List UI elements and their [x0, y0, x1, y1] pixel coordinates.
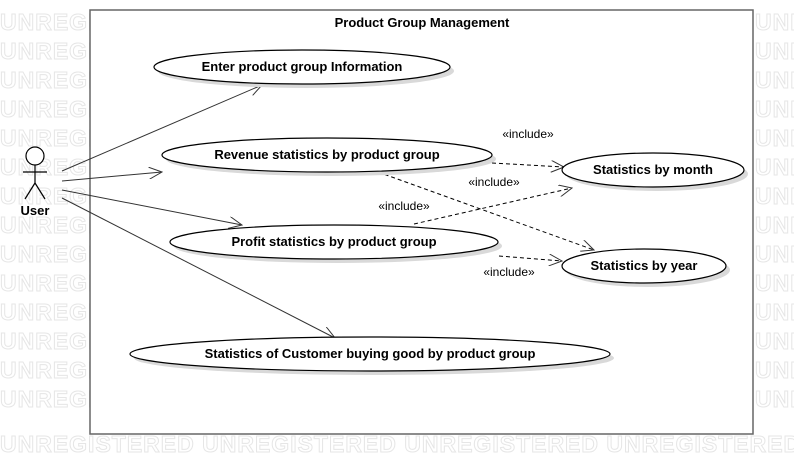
use-case-label: Revenue statistics by product group: [214, 147, 439, 162]
use-case-year[interactable]: Statistics by year: [561, 248, 730, 287]
watermark-text: UNREGISTERED: [755, 125, 794, 151]
use-case-enter[interactable]: Enter product group Information: [153, 49, 454, 88]
include-profit-year[interactable]: [498, 256, 562, 261]
use-case-label: Enter product group Information: [202, 59, 403, 74]
use-case-customer[interactable]: Statistics of Customer buying good by pr…: [129, 336, 614, 375]
use-case-revenue[interactable]: Revenue statistics by product group: [161, 137, 496, 176]
association-profit[interactable]: [61, 189, 242, 225]
use-case-ellipse: [169, 224, 499, 260]
use-case-ellipse: [161, 137, 493, 173]
watermark-text: UNREGISTERED: [755, 386, 794, 412]
association-enter[interactable]: [61, 85, 262, 172]
watermark-text: UNREGISTERED: [755, 38, 794, 64]
use-case-label: Statistics by month: [593, 162, 713, 177]
use-case-ellipse: [561, 248, 727, 284]
use-case-label: Statistics by year: [591, 258, 698, 273]
actor-right-leg: [34, 182, 46, 200]
watermark-text: UNREGISTERED: [755, 154, 794, 180]
watermark-text: UNREGISTERED: [755, 357, 794, 383]
include-label-profit-month: «include»: [468, 175, 520, 189]
system-title: Product Group Management: [335, 15, 510, 30]
use-case-ellipse: [129, 336, 611, 372]
watermark-text: UNREGISTERED: [755, 212, 794, 238]
association-revenue[interactable]: [61, 172, 162, 182]
actor-left-leg: [24, 182, 36, 200]
watermark-text: UNREGISTERED: [755, 299, 794, 325]
use-case-label: Statistics of Customer buying good by pr…: [205, 346, 536, 361]
include-label-revenue-month: «include»: [502, 127, 554, 141]
watermark-bottom-text: UNREGISTERED UNREGISTERED UNREGISTERED U…: [0, 431, 794, 457]
include-profit-month[interactable]: [413, 188, 572, 225]
watermark-text: UNREGISTERED: [755, 96, 794, 122]
include-revenue-month[interactable]: [491, 163, 564, 167]
association-customer[interactable]: [61, 197, 335, 338]
watermark-text: UNREGISTERED: [755, 270, 794, 296]
use-case-month[interactable]: Statistics by month: [561, 152, 748, 191]
include-revenue-year[interactable]: [377, 171, 594, 250]
watermark-text: UNREGISTERED: [755, 67, 794, 93]
watermark-text: UNREGISTERED: [755, 9, 794, 35]
use-case-ellipse: [561, 152, 745, 188]
actor-user[interactable]: User: [21, 146, 50, 218]
include-label-revenue-year: «include»: [378, 199, 430, 213]
include-label-profit-year: «include»: [483, 265, 535, 279]
associations: [61, 85, 335, 338]
watermark-text: UNREGISTERED: [755, 328, 794, 354]
watermark-text: UNREGISTERED: [755, 183, 794, 209]
watermark-text: UNREGISTERED: [755, 241, 794, 267]
use-case-profit[interactable]: Profit statistics by product group: [169, 224, 502, 263]
use-case-ellipse: [153, 49, 451, 85]
actor-head: [25, 146, 45, 166]
use-case-label: Profit statistics by product group: [231, 234, 436, 249]
include-dependencies: «include» «include» «include» «include»: [377, 127, 594, 279]
actor-label: User: [21, 203, 50, 218]
